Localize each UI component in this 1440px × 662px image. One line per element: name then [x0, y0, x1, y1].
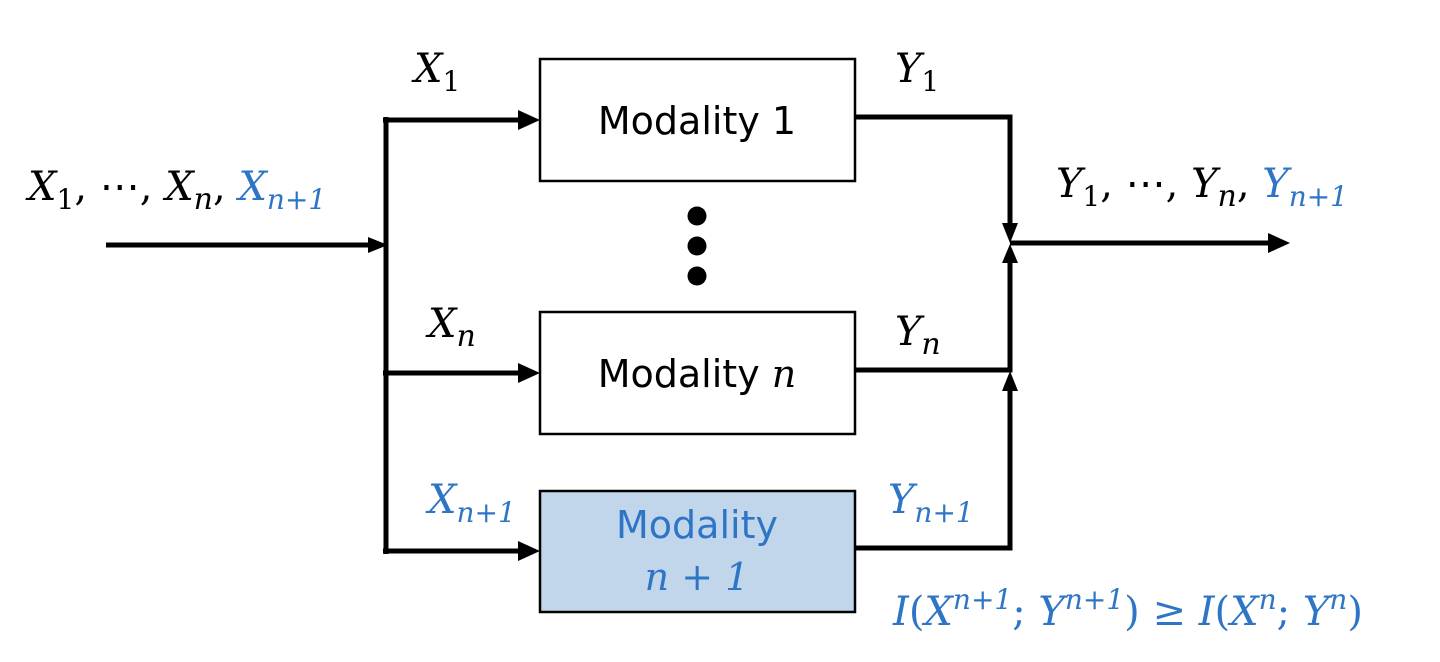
ellipsis-dot	[687, 236, 707, 256]
ellipsis-dot	[687, 206, 707, 226]
y1-label: Y1	[895, 46, 939, 98]
arrowhead-input	[368, 237, 388, 253]
arrowhead-branch-1	[518, 110, 540, 130]
xn1-label: Xn+1	[425, 477, 516, 529]
arrowhead-output-n1	[1002, 371, 1018, 391]
mutual-information-inequality: I(Xn+1; Yn+1) ≥ I(Xn; Yn)	[892, 583, 1363, 635]
arrowhead-output-1	[1002, 223, 1018, 243]
yn1-label: Yn+1	[888, 477, 974, 529]
ellipsis-dot	[687, 266, 707, 286]
modality-n1-box	[538, 489, 857, 614]
modality-1-box	[538, 57, 857, 183]
arrowhead-branch-n1	[518, 541, 540, 561]
output-line-n	[855, 262, 1013, 373]
arrowhead-output	[1268, 233, 1290, 253]
input-label: X1, ⋯, Xn, Xn+1	[25, 164, 326, 217]
output-line-n1	[855, 390, 1013, 551]
modality-n-label: Modality n	[598, 352, 797, 396]
modality-n1-label-line2: n + 1	[645, 555, 750, 599]
xn-label: Xn	[425, 301, 476, 354]
yn-label: Yn	[895, 309, 941, 362]
modality-n-box	[538, 310, 857, 436]
modality-1-label: Modality 1	[598, 99, 796, 143]
output-line-1	[855, 114, 1013, 225]
x1-label: X1	[411, 46, 460, 98]
arrowhead-output-n	[1002, 244, 1018, 263]
arrowhead-branch-n	[518, 363, 540, 383]
modality-n1-label-line1: Modality	[616, 503, 778, 547]
output-label: Y1, ⋯, Yn, Yn+1	[1056, 161, 1348, 214]
